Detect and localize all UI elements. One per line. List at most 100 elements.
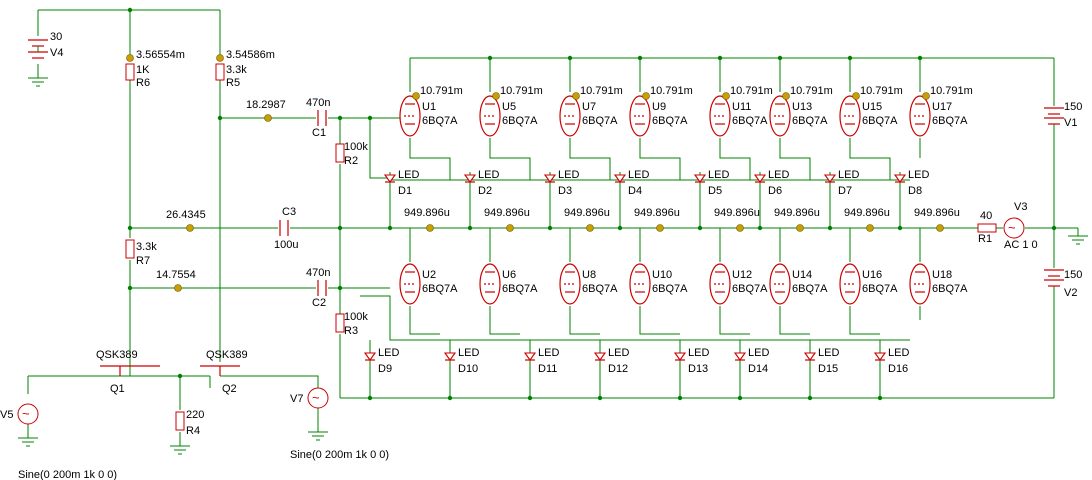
transistor-q1[interactable]: QSK389 Q1 [96,349,160,395]
capacitor-c3[interactable]: C3 100u [274,206,298,251]
ac-source-v3[interactable]: ~ V3 AC 1 0 [1003,201,1088,251]
probe-c2-node[interactable]: 14.7554 [156,269,196,292]
capacitor-c1[interactable]: 470n C1 [306,97,330,139]
tube-current-label: 10.791m [930,85,973,97]
r6-current-label: 3.56554m [136,49,185,61]
tube-model: 6BQ7A [502,283,538,295]
led-designator: D13 [688,363,708,375]
resistor-r1[interactable]: 40 R1 [977,210,997,245]
resistor-r4[interactable]: 220 R4 [170,409,204,455]
resistor-r5[interactable]: 3.3k R5 [215,63,247,89]
capacitor-c2[interactable]: 470n C2 [306,267,330,309]
c2-node-label: 14.7554 [156,269,196,281]
led-designator: D4 [628,185,642,197]
tube-u6[interactable]: U6 6BQ7A [479,263,538,305]
tube-designator: U5 [502,101,516,113]
mid-current-probe[interactable]: 949.896u [914,207,960,232]
v2-value: 150 [1064,269,1082,281]
probe-r6[interactable]: 3.56554m [126,49,185,62]
r1-value: 40 [980,210,992,222]
battery-v1[interactable]: 150 V1 [1044,101,1082,129]
battery-v2[interactable]: 150 V2 [1044,269,1082,299]
mid-current-probe[interactable]: 949.896u [484,207,530,232]
tube-designator: U8 [582,269,596,281]
sine-source-v5[interactable]: ~ V5 Sine(0 200m 1k 0 0) [0,403,117,480]
resistor-r6[interactable]: 1K R6 [125,63,150,89]
current-probe-icon [922,92,930,100]
tube-model: 6BQ7A [792,283,828,295]
c1-node-label: 18.2987 [246,99,286,111]
r5-value: 3.3k [226,64,247,76]
probe-r5[interactable]: 3.54586m [216,49,275,62]
mid-current-probe[interactable]: 949.896u [774,207,820,232]
svg-text:~: ~ [312,390,320,405]
led-designator: D3 [558,185,572,197]
probe-c3-node[interactable]: 26.4345 [166,209,206,232]
resistor-r2[interactable]: 100k R2 [335,141,368,167]
mid-current-probe[interactable]: 949.896u [634,207,680,232]
led-row-bottom: LEDD9LEDD10LEDD11LEDD12LEDD13LEDD14LEDD1… [363,347,909,375]
probe-c1-node[interactable]: 18.2987 [246,99,286,122]
tube-current-label: 10.791m [860,85,903,97]
current-probe-icon [722,92,730,100]
battery-v4[interactable]: 30 V4 [28,31,63,87]
mid-current-probe[interactable]: 949.896u [564,207,610,232]
mid-current-label: 949.896u [914,207,960,219]
tube-model: 6BQ7A [932,115,968,127]
sine-source-v7[interactable]: ~ V7 Sine(0 200m 1k 0 0) [290,387,389,461]
v1-name: V1 [1064,117,1077,129]
current-probe-icon [642,92,650,100]
mid-current-label: 949.896u [634,207,680,219]
current-probe-icon [492,92,500,100]
resistor-r7[interactable]: 3.3k R7 [125,239,157,267]
tube-designator: U6 [502,269,516,281]
led-type-label: LED [748,347,769,359]
mid-current-label: 949.896u [774,207,820,219]
r2-value: 100k [344,141,368,153]
tube-designator: U1 [422,101,436,113]
tube-model: 6BQ7A [652,283,688,295]
resistor-r3[interactable]: 100k R3 [335,311,368,337]
transistor-q2[interactable]: QSK389 Q2 [200,349,248,395]
led-d13[interactable]: LED D13 [673,347,709,375]
led-designator: D16 [888,363,908,375]
mid-current-probe[interactable]: 949.896u [844,207,890,232]
r2-name: R2 [344,155,358,167]
q1-model: QSK389 [96,349,138,361]
led-type-label: LED [688,347,709,359]
mid-current-probe[interactable]: 949.896u [714,207,760,232]
mid-current-probe[interactable]: 949.896u [404,207,450,232]
current-probe-icon [572,92,580,100]
